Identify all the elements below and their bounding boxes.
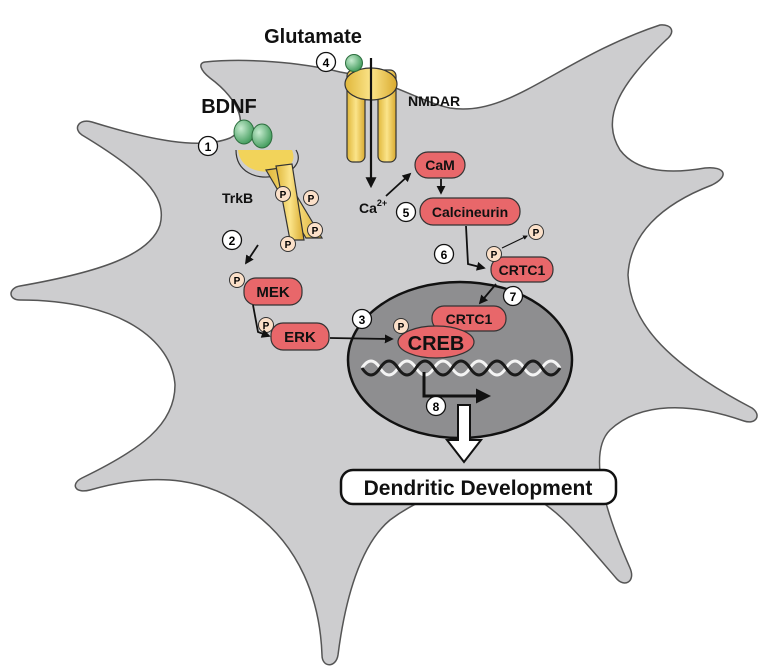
step-3: 3 <box>351 308 373 330</box>
crtc1-cytoplasm-protein: CRTC1 <box>490 256 554 283</box>
crtc1-nucleus-protein: CRTC1 <box>431 305 507 332</box>
svg-text:P: P <box>491 250 498 261</box>
svg-text:Calcineurin: Calcineurin <box>432 204 508 220</box>
svg-text:CaM: CaM <box>425 157 455 173</box>
trkb-phospho-2: P <box>303 190 319 206</box>
mek-phospho: P <box>229 272 245 288</box>
step-4: 4 <box>315 51 337 73</box>
svg-text:CRTC1: CRTC1 <box>499 262 546 278</box>
svg-text:P: P <box>263 321 270 332</box>
svg-text:P: P <box>308 194 315 205</box>
svg-text:P: P <box>533 228 540 239</box>
transcription-arrow <box>422 372 491 404</box>
svg-text:P: P <box>312 226 319 237</box>
dna-strand-black <box>360 359 562 377</box>
arrow-phospho-release <box>501 235 528 249</box>
svg-text:7: 7 <box>510 290 517 304</box>
svg-text:P: P <box>280 190 287 201</box>
svg-text:CREB: CREB <box>408 333 465 355</box>
erk-phospho: P <box>258 317 274 333</box>
step-8: 8 <box>425 395 447 417</box>
crtc1-phospho: P <box>486 246 502 262</box>
svg-text:3: 3 <box>359 313 366 327</box>
glutamate-label: Glutamate <box>264 26 362 48</box>
bdnf-label: BDNF <box>201 96 257 118</box>
creb-protein: CREB <box>397 325 475 359</box>
nmdar-label: NMDAR <box>408 93 460 109</box>
step-1: 1 <box>197 135 219 157</box>
arrow-ca-to-cam <box>385 172 412 197</box>
svg-text:5: 5 <box>403 206 410 220</box>
trkb-phospho-1: P <box>275 186 291 202</box>
step-5: 5 <box>395 201 417 223</box>
creb-phospho: P <box>393 318 409 334</box>
svg-text:P: P <box>285 240 292 251</box>
cam-protein: CaM <box>414 151 466 179</box>
erk-protein: ERK <box>270 322 330 351</box>
svg-text:P: P <box>398 322 405 333</box>
trkb-receptor <box>235 149 324 241</box>
outcome-box <box>339 468 618 506</box>
svg-text:8: 8 <box>433 400 440 414</box>
outcome-hollow-arrow <box>444 404 484 464</box>
svg-text:4: 4 <box>323 56 330 70</box>
svg-text:6: 6 <box>441 248 448 262</box>
arrow-calcineurin-to-crtc1 <box>465 225 486 271</box>
mek-protein: MEK <box>243 277 303 306</box>
calcium-label: Ca2+ <box>359 198 387 216</box>
trkb-label: TrkB <box>222 190 253 206</box>
step-6: 6 <box>433 243 455 265</box>
svg-text:ERK: ERK <box>284 329 316 346</box>
svg-text:P: P <box>234 276 241 287</box>
trkb-phospho-4: P <box>307 222 323 238</box>
bdnf-ligand-2 <box>251 123 273 149</box>
outcome-label: Dendritic Development <box>364 477 593 500</box>
arrow-erk-to-creb <box>329 334 394 344</box>
svg-text:CRTC1: CRTC1 <box>446 311 493 327</box>
bdnf-ligand <box>233 119 255 145</box>
svg-text:1: 1 <box>205 140 212 154</box>
dna-strand-white <box>360 359 562 377</box>
arrow-crtc1-to-nucleus <box>478 283 497 305</box>
arrow-mek-to-erk <box>252 304 271 338</box>
step-2: 2 <box>221 229 243 251</box>
glutamate-ligand <box>345 54 363 72</box>
calcineurin-protein: Calcineurin <box>419 197 521 226</box>
released-phospho: P <box>528 224 544 240</box>
step-7: 7 <box>502 285 524 307</box>
arrow-trkb-to-mek <box>245 244 259 265</box>
svg-text:2: 2 <box>229 234 236 248</box>
svg-text:MEK: MEK <box>256 284 290 301</box>
trkb-phospho-3: P <box>280 236 296 252</box>
